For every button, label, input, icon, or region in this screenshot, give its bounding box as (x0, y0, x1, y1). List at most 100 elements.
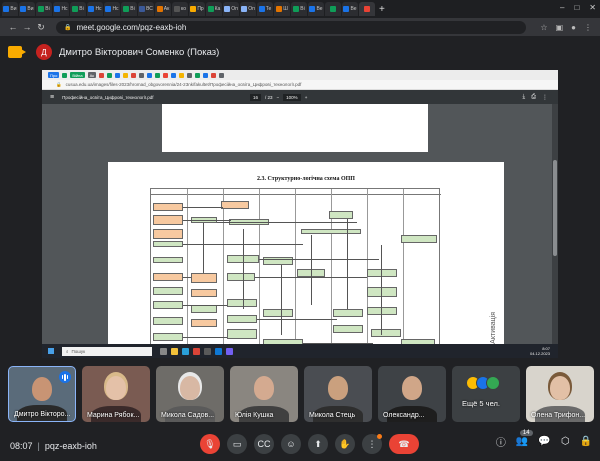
shared-bookmark-favicon[interactable] (106, 72, 112, 78)
more-participants-tile[interactable]: Ещё 5 чел. (452, 366, 520, 422)
shared-bookmark-favicon[interactable] (170, 72, 176, 78)
print-icon[interactable]: ⎙ (531, 93, 536, 100)
shared-bookmark-favicon[interactable] (186, 72, 192, 78)
reload-icon[interactable]: ↻ (37, 21, 45, 32)
chat-icon[interactable]: 💬 (538, 436, 551, 447)
raise-hand-button[interactable]: ✋ (335, 434, 355, 454)
pdf-menu-icon[interactable]: ≡ (50, 93, 55, 101)
browser-tab[interactable]: Ка (206, 2, 222, 16)
host-controls-icon[interactable]: 🔒 (579, 436, 592, 447)
participant-tile[interactable]: Юлія Кушка (230, 366, 298, 422)
captions-button[interactable]: CC (254, 434, 274, 454)
shared-bookmark-favicon[interactable] (202, 72, 208, 78)
shared-bookmark[interactable] (62, 72, 68, 78)
shared-bookmark-favicon[interactable] (130, 72, 136, 78)
pdf-page-number[interactable]: 16 (250, 93, 262, 101)
shared-bookmark[interactable]: Про (48, 72, 60, 78)
microphone-off-button[interactable]: 🎙 (200, 434, 220, 454)
browser-tab[interactable]: Пр (189, 2, 205, 16)
meeting-info-icon[interactable]: ⓘ (495, 438, 506, 449)
zoom-in-icon[interactable]: + (304, 94, 308, 100)
more-options-button[interactable]: ⋮ (362, 434, 382, 454)
pdf-scrollbar[interactable] (552, 104, 558, 344)
taskbar-clock[interactable]: 8:07 04.12.2023 (530, 346, 550, 356)
participant-tile[interactable]: Марина Рябок... (82, 366, 150, 422)
download-icon[interactable]: ⤓ (522, 93, 526, 100)
shared-bookmark[interactable]: Війна (70, 72, 85, 78)
browser-menu-icon[interactable]: ⋮ (584, 22, 592, 32)
pdf-more-icon[interactable]: ⋮ (542, 94, 548, 101)
maximize-icon[interactable]: □ (574, 3, 580, 12)
taskbar-search[interactable]: ⌕ Пошук (62, 346, 152, 356)
store-icon[interactable] (204, 347, 211, 355)
browser-tab[interactable]: Оп (240, 2, 256, 16)
shared-bookmark-favicon[interactable] (218, 72, 224, 78)
viber-icon[interactable] (226, 347, 233, 355)
windows-start-icon[interactable] (48, 348, 54, 354)
shared-bookmark-favicon[interactable] (210, 72, 216, 78)
browser-tab[interactable]: Ве (342, 2, 358, 16)
shared-bookmark-favicon[interactable] (138, 72, 144, 78)
participant-video (550, 376, 570, 400)
leave-call-button[interactable]: ☎ (389, 434, 419, 454)
browser-tab[interactable]: Оп (223, 2, 239, 16)
mail-icon[interactable] (215, 347, 222, 355)
task-view-icon[interactable] (160, 347, 167, 355)
bookmark-star-icon[interactable]: ☆ (540, 22, 548, 32)
url-field[interactable]: 🔒 meet.google.com/pqz-eaxb-ioh (56, 20, 526, 34)
browser-tab[interactable]: Ві (291, 2, 307, 16)
pdf-scrollbar-thumb[interactable] (553, 160, 557, 256)
forward-arrow-icon[interactable]: → (22, 22, 32, 32)
file-explorer-icon[interactable] (171, 347, 178, 355)
browser-tab[interactable]: Ві (36, 2, 52, 16)
minimize-icon[interactable]: – (560, 3, 565, 12)
browser-tab[interactable]: Те (257, 2, 273, 16)
participant-tile[interactable]: Олена Трифон... (526, 366, 594, 422)
browser-tab[interactable]: Ве (308, 2, 324, 16)
participant-tile[interactable]: Олександр... (378, 366, 446, 422)
profile-icon[interactable]: ● (571, 22, 576, 32)
activities-icon[interactable]: ⬡ (560, 436, 570, 447)
pdf-document-area[interactable]: 2.3. Структурно-логічна схема ОПП Актива… (42, 104, 558, 358)
browser-tab[interactable]: Нс (104, 2, 120, 16)
participant-tile[interactable]: Микола Стець (304, 366, 372, 422)
present-screen-button[interactable]: ⬆ (308, 434, 328, 454)
tab-favicon-icon (20, 6, 27, 12)
edge-icon[interactable] (182, 347, 189, 355)
browser-tab[interactable]: Ви (2, 2, 18, 16)
chrome-icon[interactable] (193, 347, 200, 355)
browser-tab[interactable]: Ві (70, 2, 86, 16)
zoom-out-icon[interactable]: − (276, 94, 280, 100)
shared-bookmark-favicon[interactable] (162, 72, 168, 78)
diagram-connector (243, 229, 244, 309)
browser-tab[interactable]: Нс (87, 2, 103, 16)
shared-bookmark-favicon[interactable] (154, 72, 160, 78)
back-arrow-icon[interactable]: ← (8, 22, 18, 32)
browser-tab[interactable]: ВС (138, 2, 154, 16)
pdf-zoom-level[interactable]: 100% (283, 93, 301, 101)
shared-bookmark[interactable]: Ак (87, 72, 96, 78)
shared-bookmark-favicon[interactable] (194, 72, 200, 78)
people-button[interactable]: 14 👥 (516, 430, 533, 447)
new-tab-icon[interactable]: + (379, 3, 385, 15)
browser-tab[interactable]: Ш (274, 2, 290, 16)
reactions-button[interactable]: ☺ (281, 434, 301, 454)
close-icon[interactable]: ✕ (589, 3, 596, 12)
browser-tab[interactable]: Ви (19, 2, 35, 16)
participant-tile[interactable]: Микола Садов... (156, 366, 224, 422)
browser-tab[interactable]: ко (172, 2, 188, 16)
shared-bookmark-favicon[interactable] (146, 72, 152, 78)
browser-tab[interactable] (325, 2, 341, 16)
browser-tab[interactable]: Ві (121, 2, 137, 16)
participant-tile[interactable]: Дмитро Вікторо... (8, 366, 76, 422)
shared-bookmark-favicon[interactable] (122, 72, 128, 78)
camera-button[interactable]: ▭ (227, 434, 247, 454)
extensions-icon[interactable]: ▣ (555, 22, 564, 32)
shared-bookmark-favicon[interactable] (114, 72, 120, 78)
shared-bookmark-favicon[interactable] (178, 72, 184, 78)
shared-bookmark-favicon[interactable] (98, 72, 104, 78)
browser-tab[interactable]: Нс (53, 2, 69, 16)
browser-tab[interactable]: Ак (155, 2, 171, 16)
browser-tab[interactable] (359, 2, 375, 16)
